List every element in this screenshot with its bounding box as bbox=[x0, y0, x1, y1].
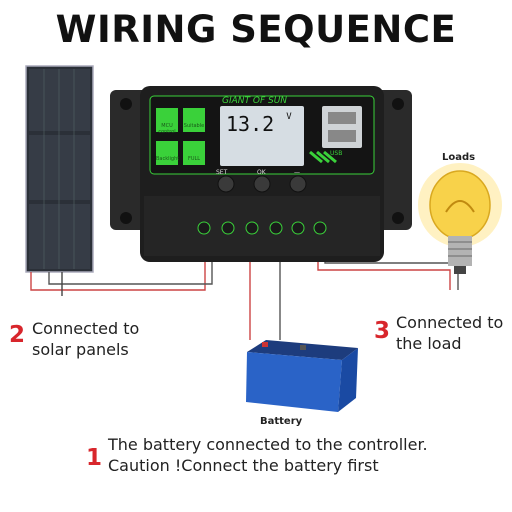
button-label-set: SET bbox=[216, 169, 228, 176]
battery bbox=[246, 340, 358, 412]
charge-controller bbox=[110, 86, 412, 262]
button-label-minus: — bbox=[294, 169, 300, 176]
lcd-unit: V bbox=[286, 112, 292, 122]
step-2-number: 2 bbox=[9, 322, 26, 348]
step-1-line-2: Caution !Connect the battery first bbox=[108, 456, 379, 475]
step-3-number: 3 bbox=[374, 318, 391, 344]
step-1-caption: The battery connected to the controller.… bbox=[108, 434, 428, 476]
page-title: WIRING SEQUENCE bbox=[55, 8, 457, 51]
wires bbox=[30, 256, 459, 340]
usb-label: USB bbox=[330, 150, 343, 157]
step-2-caption: Connected to solar panels bbox=[32, 318, 139, 360]
lcd-display: 13.2 V bbox=[226, 112, 292, 136]
solar-panel bbox=[25, 65, 94, 273]
step-2-line-1: Connected to bbox=[32, 319, 140, 338]
mcu-icon: MCU control bbox=[158, 123, 176, 135]
step-1-line-1: The battery connected to the controller. bbox=[108, 435, 428, 454]
controller-brand: GIANT OF SUN bbox=[222, 96, 288, 106]
lcd-value: 13.2 bbox=[226, 112, 275, 136]
step-2-line-2: solar panels bbox=[32, 340, 129, 359]
loads-label: Loads bbox=[442, 152, 476, 163]
clock-icon: Backlight bbox=[156, 156, 180, 162]
button-label-ok: OK bbox=[257, 169, 266, 176]
lock-icon: FULL bbox=[187, 156, 201, 162]
step-3-line-2: the load bbox=[396, 334, 462, 353]
light-bulb bbox=[418, 163, 502, 274]
step-3-line-1: Connected to bbox=[396, 313, 504, 332]
step-1-number: 1 bbox=[86, 445, 103, 471]
battery-label: Battery bbox=[260, 416, 303, 427]
gear-icon: Suitable bbox=[183, 123, 205, 129]
step-3-caption: Connected to the load bbox=[396, 312, 503, 354]
